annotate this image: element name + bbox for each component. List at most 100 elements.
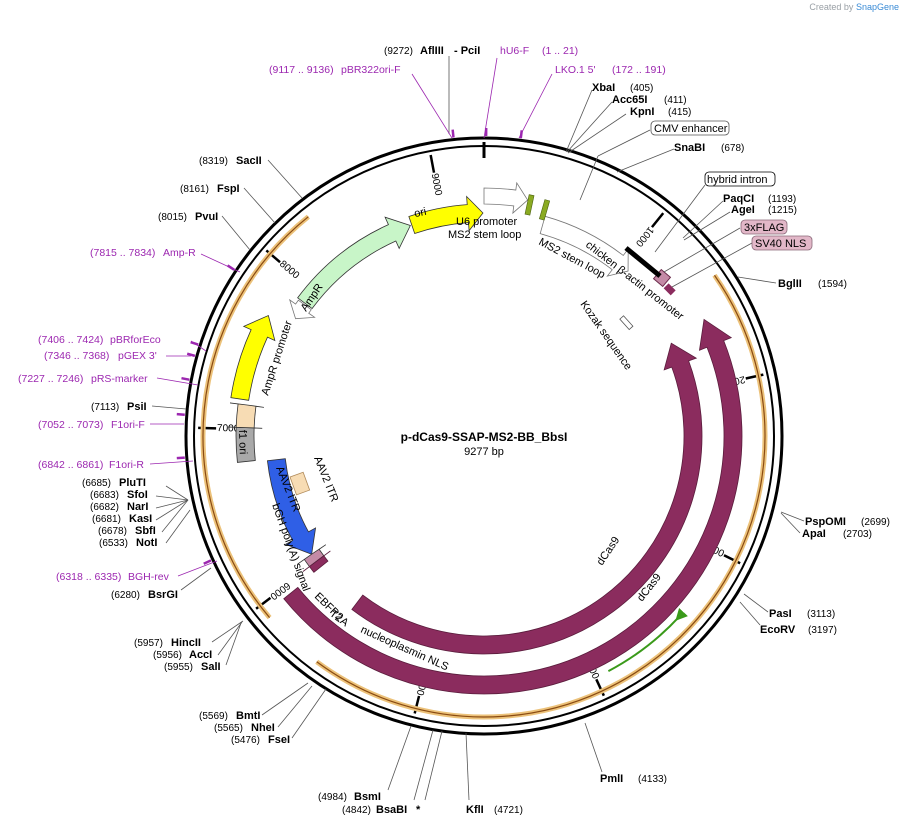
kb-tick-mark: [429, 154, 436, 173]
snapgene-branding: Created by SnapGene: [809, 2, 899, 12]
enzyme-pos: (8161): [180, 184, 209, 195]
enzyme-ageI: AgeI: [731, 204, 755, 216]
enzyme-pos: (411): [664, 95, 687, 106]
primer-prs-marker: pRS-marker: [91, 373, 148, 385]
enzyme-pos: (2699): [861, 517, 890, 528]
t2a-marker: [297, 544, 327, 568]
ms2-stem-loop-block-a: [524, 194, 535, 216]
enzyme-paqCI: PaqCI: [723, 193, 754, 205]
primer-lko1-5: LKO.1 5': [555, 64, 596, 76]
primer-binding-mark: [176, 456, 185, 460]
primer-range: (7052 .. 7073): [38, 419, 103, 431]
enzyme-hincII: HincII: [171, 637, 201, 649]
u6-promoter-arrow: [483, 181, 529, 215]
enzyme-pos: (5956): [153, 650, 182, 661]
enzyme-pos: (1215): [768, 205, 797, 216]
chicken-beta-actin-label: chicken β-actin promoter: [583, 239, 686, 323]
primer-amp-r: Amp-R: [163, 247, 196, 259]
enzyme-pos: (405): [630, 83, 653, 94]
enzyme-pos: (415): [668, 107, 691, 118]
enzyme-kflI: KflI: [466, 804, 484, 816]
aav2-itr-block-1: [229, 402, 265, 429]
enzyme-pos: (5476): [231, 735, 260, 746]
enzyme-snaBI: SnaBI: [674, 142, 705, 154]
primer-range: (6318 .. 6335): [56, 571, 121, 583]
enzyme-pvuI: PvuI: [195, 211, 218, 223]
primer-binding-mark: [176, 412, 185, 416]
orange-band-left-core: [202, 216, 309, 619]
kb-tick-mark: [650, 212, 665, 228]
enzyme-fseI: FseI: [268, 734, 290, 746]
enzyme-pos: (1594): [818, 279, 847, 290]
enzyme-sacII: SacII: [236, 155, 262, 167]
primer-pbr322ori-f: pBR322ori-F: [341, 64, 401, 76]
dcas9-inner-label: dCas9: [595, 535, 623, 568]
enzyme-pos: (7113): [91, 402, 119, 413]
enzyme-accI: AccI: [189, 649, 212, 661]
enzyme-pos: (4133): [638, 774, 667, 785]
primer-binding-mark: [203, 559, 212, 565]
f1-ori-arrow: [230, 314, 276, 401]
hybrid-intron-bar: [624, 246, 662, 278]
enzyme-aflIII: AflIII: [420, 45, 444, 57]
enzyme-pos: (8319): [199, 156, 228, 167]
orange-bands: [200, 214, 768, 720]
enzyme-pos: (8015): [158, 212, 187, 223]
plasmid-size: 9277 bp: [464, 446, 504, 458]
f1-ori-label: f1 ori: [236, 430, 249, 455]
boxed-labels: CMV enhancer hybrid intron 3xFLAG SV40 N…: [579, 120, 813, 288]
enzyme-bsaBI: BsaBI: [376, 804, 407, 816]
enzyme-bsaBI-star: *: [416, 804, 421, 816]
enzyme-notI: NotI: [136, 537, 157, 549]
enzyme-pos: (6685): [82, 478, 111, 489]
enzyme-bsrGI: BsrGI: [148, 589, 178, 601]
enzyme-apaI: ApaI: [802, 528, 826, 540]
kb-tick-label: 7000: [217, 423, 240, 435]
kozak-label: Kozak sequence: [578, 299, 634, 373]
sv40-nls-label: SV40 NLS: [755, 238, 806, 250]
feature-arrows: [228, 181, 743, 695]
enzyme-bglII: BglII: [778, 278, 802, 290]
primer-f1ori-r: F1ori-R: [109, 459, 144, 471]
enzyme-salI: SalI: [201, 661, 221, 673]
green-orf-arrow: [607, 607, 688, 673]
hybrid-intron-label: hybrid intron: [707, 174, 768, 186]
primer-pbrforeco: pBRforEco: [110, 334, 161, 346]
primer-range: (6842 .. 6861): [38, 459, 103, 471]
enzyme-pos: (1193): [768, 194, 796, 205]
nucleoplasmin-marker: [302, 550, 331, 573]
enzyme-pos: (6280): [111, 590, 140, 601]
enzyme-pos: (4842): [342, 805, 371, 816]
enzyme-pos: (5569): [199, 711, 228, 722]
enzyme-pos: (6533): [99, 538, 128, 549]
u6-promoter-label: U6 promoter: [456, 216, 517, 228]
orange-band-right-core: [316, 274, 766, 718]
aav2-itr-label-2: AAV2 ITR: [311, 455, 340, 504]
primer-hu6-f: hU6-F: [500, 45, 529, 57]
kb-tick-label: 1000: [633, 224, 656, 249]
ms2-stem-loop-block-b: [538, 199, 551, 221]
enzyme-labels: (9272) AflIII - PciI XbaI (405) Acc65I (…: [82, 45, 890, 816]
enzyme-pos: (5957): [134, 638, 163, 649]
ori-arrow: [408, 195, 484, 235]
branding-prefix: Created by: [809, 2, 854, 12]
primer-range: (9117 .. 9136): [269, 64, 334, 76]
dcas9-outer-arrow: [283, 318, 743, 695]
enzyme-pos: (5955): [164, 662, 193, 673]
enzyme-pciI: - PciI: [454, 45, 480, 57]
chicken-beta-actin-arrow: [539, 215, 629, 277]
ampr-promoter-arrow: [288, 298, 316, 320]
enzyme-bmtI: BmtI: [236, 710, 260, 722]
enzyme-pos: (4984): [318, 792, 347, 803]
dcas9-inner-arrow: [351, 342, 703, 655]
enzyme-pos: (6681): [92, 514, 121, 525]
enzyme-pos: (9272): [384, 46, 413, 57]
enzyme-pos: (2703): [843, 529, 872, 540]
kozak-marker: [619, 315, 634, 331]
primer-range: (7346 .. 7368): [44, 350, 109, 362]
ms2-stem-loop-label-a: MS2 stem loop: [448, 229, 521, 241]
enzyme-pos: (3197): [808, 625, 837, 636]
enzyme-pluTI: PluTI: [119, 477, 146, 489]
primer-binding-mark: [186, 352, 196, 358]
